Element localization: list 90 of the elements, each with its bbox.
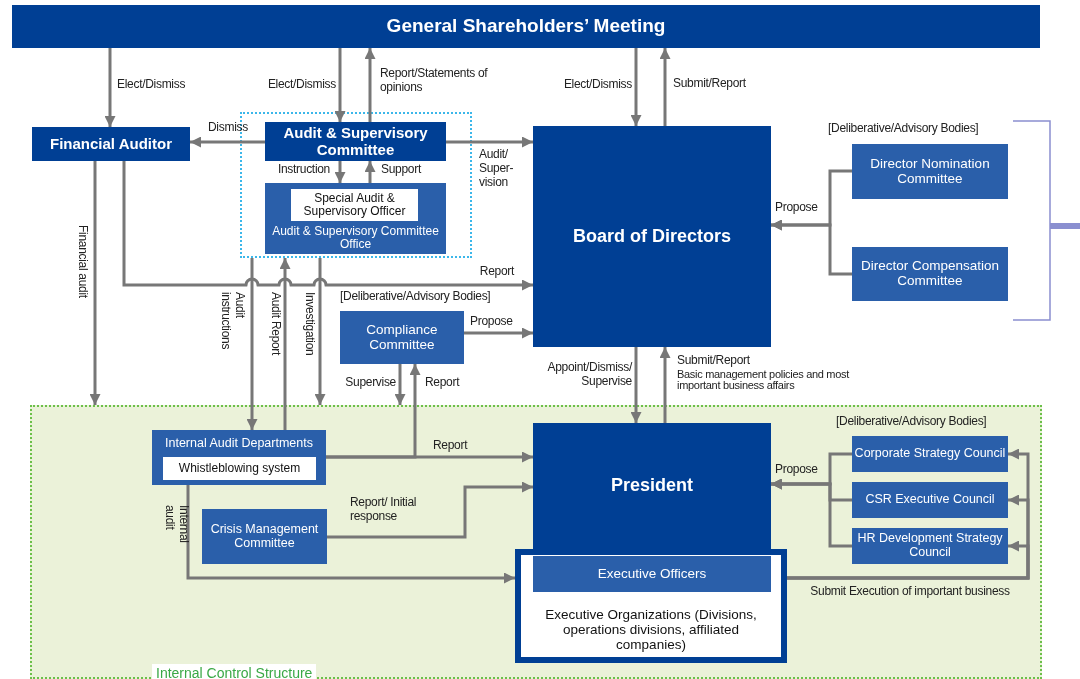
arrow xyxy=(246,258,258,430)
organ-box xyxy=(32,127,190,161)
group-heading: [Deliberative/Advisory Bodies] xyxy=(836,415,987,429)
edge-label: Supervise xyxy=(344,376,396,390)
arrow xyxy=(630,48,642,126)
node-label: Compliance Committee xyxy=(365,322,439,353)
node-label: Crisis Management Committee xyxy=(209,522,320,551)
organ-box xyxy=(533,126,771,347)
node-label: Financial Auditor xyxy=(50,135,172,153)
node-label: Internal Audit Departments xyxy=(165,437,313,451)
node-label: Corporate Strategy Council xyxy=(854,447,1006,461)
arrow xyxy=(326,451,533,463)
arrow xyxy=(89,161,101,405)
edge-label: Submit/Report xyxy=(677,354,750,368)
note-text: Basic management policies and most important business affairs xyxy=(677,369,851,391)
edge-label: Dismiss xyxy=(208,121,248,135)
node-label: HR Development Strategy Council xyxy=(856,532,1004,560)
node-label: Director Nomination Committee xyxy=(869,156,991,187)
committee-box xyxy=(852,247,1008,301)
arrow xyxy=(190,136,265,148)
edge-label: Audit Report xyxy=(268,292,282,356)
edge-label: Propose xyxy=(775,201,818,215)
meeting-banner xyxy=(12,5,1040,48)
arrow xyxy=(787,540,1030,580)
edge-label: Propose xyxy=(775,463,818,477)
committee-box xyxy=(852,482,1008,518)
edge-label: Audit instructions xyxy=(218,292,246,352)
department-box xyxy=(152,430,326,485)
arrow xyxy=(771,219,852,276)
committee-box xyxy=(533,556,771,592)
arrow xyxy=(327,481,533,539)
committee-box xyxy=(852,144,1008,199)
organization-frame xyxy=(515,549,787,663)
arrow xyxy=(279,258,291,430)
arrow xyxy=(771,478,852,548)
organ-box xyxy=(533,423,771,549)
arrow xyxy=(464,327,533,339)
sub-box xyxy=(163,457,316,480)
node-label: Board of Directors xyxy=(573,226,731,247)
organ-box xyxy=(265,122,446,161)
arrow xyxy=(334,161,346,183)
node-label: General Shareholders’ Meeting xyxy=(386,16,666,37)
edge-label: Report xyxy=(478,265,514,279)
edge-label: Support xyxy=(381,163,421,177)
arrow xyxy=(659,347,671,423)
group-heading: [Deliberative/Advisory Bodies] xyxy=(828,122,979,136)
arrow xyxy=(364,48,376,122)
node-label: Whistleblowing system xyxy=(178,461,301,476)
section-label: Internal Control Structure xyxy=(152,663,317,679)
arrow xyxy=(314,258,326,405)
edge-label: Report xyxy=(425,376,460,390)
committee-box xyxy=(340,311,464,364)
edge-label: Submit Execution of important business xyxy=(809,585,1011,599)
structure-region xyxy=(30,405,1042,679)
node-label: Audit & Supervisory Committee xyxy=(282,125,429,158)
edge-label: Elect/Dismiss xyxy=(562,78,632,92)
arrow xyxy=(186,485,515,584)
edge-label: Report/Statements of opinions xyxy=(380,67,489,95)
node-label: Special Audit & Supervisory Officer xyxy=(302,191,407,219)
edge-label: Report/ Initial response xyxy=(350,496,418,524)
node-label: Executive Officers xyxy=(597,566,707,582)
node-label: Director Compensation Committee xyxy=(859,259,1001,289)
node-label: CSR Executive Council xyxy=(865,493,995,507)
office-box xyxy=(265,183,446,254)
edge-label: Appoint/Dismiss/ Supervise xyxy=(546,361,632,389)
arrow xyxy=(334,48,346,122)
arrow xyxy=(394,364,406,405)
edge-label: Propose xyxy=(470,315,513,329)
edge-label: Submit/Report xyxy=(673,77,746,91)
edge-label: Elect/Dismiss xyxy=(117,78,186,92)
arrow xyxy=(122,161,533,291)
arrow xyxy=(630,347,642,423)
arrow xyxy=(364,161,376,183)
edge-label: Internal audit xyxy=(162,505,190,545)
edge-label: Audit/ Super-vision xyxy=(479,148,515,190)
node-label: President xyxy=(611,476,693,496)
arrow xyxy=(104,48,116,127)
edge-label: Investigation xyxy=(302,292,316,356)
group-heading: [Deliberative/Advisory Bodies] xyxy=(340,290,491,304)
node-label: Executive Organizations (Divisions, operations divisions, affiliated companies) xyxy=(544,608,758,653)
edge-label: Instruction xyxy=(276,163,330,177)
arrow xyxy=(659,48,671,126)
edge-label: Elect/Dismiss xyxy=(266,78,336,92)
committee-box xyxy=(852,436,1008,472)
edge-label: Financial audit xyxy=(75,225,89,298)
committee-box xyxy=(202,509,327,564)
edge-label: Report xyxy=(433,439,468,453)
arrow xyxy=(446,136,533,148)
sub-box xyxy=(291,189,418,221)
node-label: Audit & Supervisory Committee Office xyxy=(271,224,440,251)
